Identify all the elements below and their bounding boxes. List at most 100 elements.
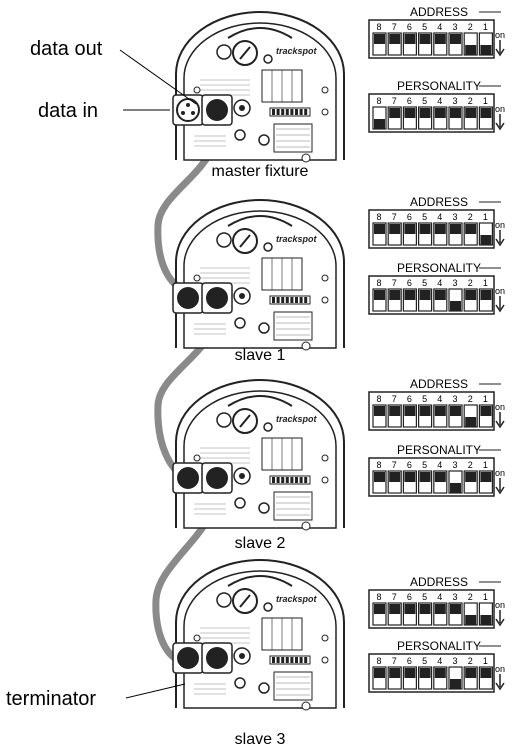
switch-number: 8 [376, 278, 381, 288]
switch-knob-off [404, 224, 416, 234]
indicator-dot [193, 86, 201, 94]
power-knob [258, 322, 270, 334]
mini-dip-key [272, 109, 275, 115]
mini-dip-key [304, 109, 308, 115]
power-knob [258, 682, 270, 694]
info-box [273, 311, 313, 341]
mini-dip-key [304, 657, 308, 663]
switch-number: 8 [376, 394, 381, 404]
fuse-holder [216, 232, 232, 248]
ce-mark [301, 521, 311, 531]
indicator-dot [321, 274, 329, 282]
switch-knob-off [450, 34, 461, 44]
switch-on-label: on [495, 468, 505, 478]
switch-number: 2 [468, 592, 473, 602]
fixture-yoke [175, 559, 345, 708]
switch-knob-off [434, 34, 446, 44]
switch-knob-on [465, 615, 477, 625]
dmx-in-connector-pin [191, 111, 195, 115]
indicator-dot [193, 454, 201, 462]
dial-needle [239, 234, 251, 248]
round-socket-center [239, 473, 245, 479]
switch-number: 1 [483, 278, 488, 288]
switch-number: 7 [392, 96, 397, 106]
switch-knob-off [465, 668, 477, 678]
mini-dip-key [276, 109, 280, 115]
mini-dip-key [281, 657, 285, 663]
down-arrow-icon [495, 486, 505, 495]
switch-on-label: on [495, 402, 505, 412]
switch-knob-off [419, 668, 431, 678]
mini-dip-key [295, 477, 298, 483]
switch-on-label: on [495, 600, 505, 610]
callout-terminator: terminator [6, 683, 186, 710]
mini-dip-key [295, 297, 298, 303]
address-title: ADDRESS [410, 5, 468, 19]
switch-on-label: on [495, 220, 505, 230]
mini-dip-key [299, 477, 303, 483]
switch-knob-off [480, 668, 492, 678]
dmx-out-connector-socket [206, 467, 228, 489]
fixture-handle [227, 27, 293, 39]
dmx-in-connector-pin [181, 111, 185, 115]
switch-number: 5 [422, 394, 427, 404]
switch-knob-off [450, 108, 461, 118]
switch-number: 1 [483, 592, 488, 602]
switch-knob-off [419, 224, 431, 234]
switch-knob-off [434, 668, 446, 678]
switch-number: 5 [422, 460, 427, 470]
switch-knob-on [450, 301, 461, 311]
switch-knob-off [389, 668, 401, 678]
terminator-plug [206, 647, 228, 669]
switch-knob-off [374, 224, 385, 234]
switch-number: 7 [392, 394, 397, 404]
mini-dip-key [304, 297, 308, 303]
power-knob [258, 134, 270, 146]
mini-dip-key [272, 657, 275, 663]
fuse-holder [216, 412, 232, 428]
mini-dip-key [304, 477, 308, 483]
dmx-cables [152, 116, 221, 665]
down-arrow-icon [495, 304, 505, 313]
mini-dip-key [299, 109, 303, 115]
switch-knob-off [434, 406, 446, 416]
dmx-in-connector-socket [177, 467, 199, 489]
mini-dip-key [285, 657, 289, 663]
fixture-yoke [175, 199, 345, 348]
down-arrow-icon [495, 238, 505, 247]
switch-number: 8 [376, 212, 381, 222]
switch-number: 7 [392, 460, 397, 470]
lamp-switch [263, 242, 273, 252]
data-in-label: data in [38, 100, 98, 122]
switch-number: 7 [392, 212, 397, 222]
data-out-label: data out [30, 38, 103, 60]
switch-knob-off [465, 224, 477, 234]
switch-knob-off [374, 34, 385, 44]
trim-knob [234, 317, 246, 329]
callout-data-out: data out [30, 38, 197, 105]
switch-knob-off [389, 290, 401, 300]
brand-logo: trackspot [276, 414, 318, 424]
mini-dip [269, 655, 311, 665]
dial-needle [239, 414, 251, 428]
switch-number: 5 [422, 656, 427, 666]
switch-knob-off [434, 108, 446, 118]
switch-knob-off [419, 604, 431, 614]
down-arrow-icon [495, 420, 505, 429]
indicator-dot [321, 296, 329, 304]
switch-number: 4 [437, 656, 442, 666]
indicator-dot [321, 634, 329, 642]
switch-number: 3 [452, 394, 457, 404]
brand-logo: trackspot [276, 594, 318, 604]
mini-dip-key [290, 297, 294, 303]
mini-dip-key [276, 477, 280, 483]
dial-needle [239, 594, 251, 608]
switch-knob-off [404, 406, 416, 416]
switch-knob-off [465, 472, 477, 482]
